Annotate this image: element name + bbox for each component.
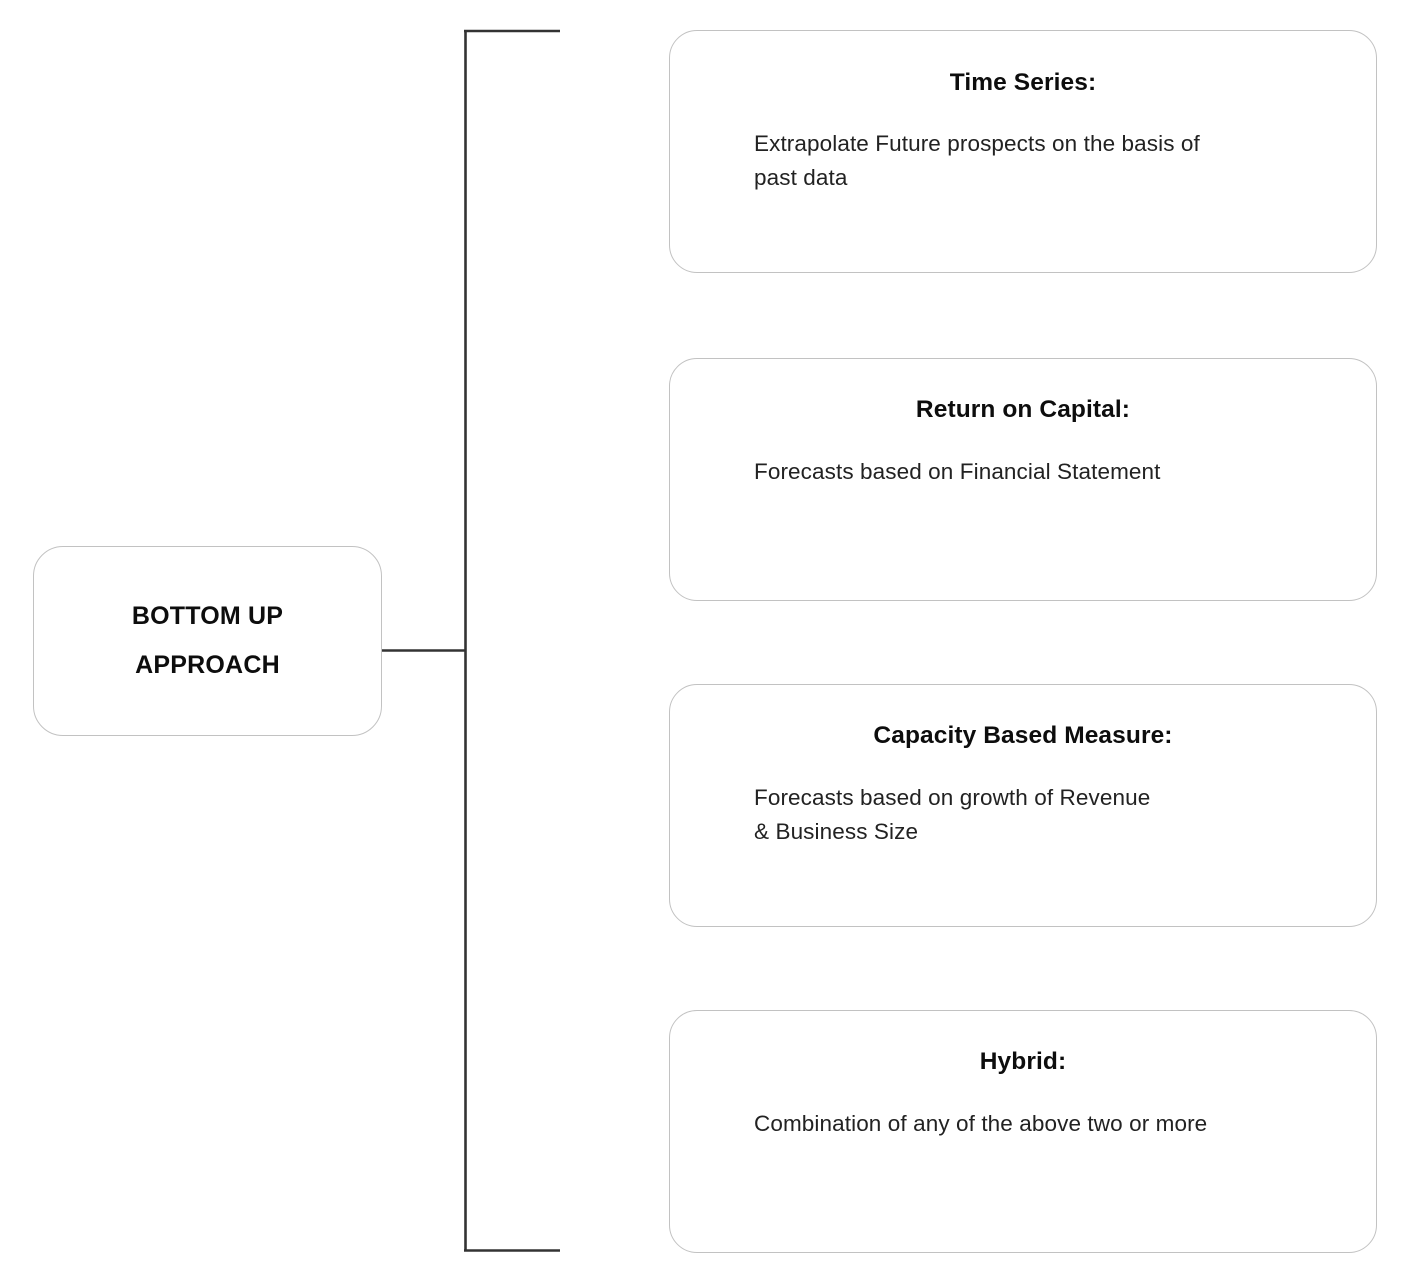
branch-card-title: Hybrid: <box>979 1048 1067 1075</box>
branch-card-title: Return on Capital: <box>915 396 1131 423</box>
root-node-bottom-up-approach[interactable]: BOTTOM UP APPROACH <box>33 546 382 736</box>
branch-card-body: Extrapolate Future prospects on the basi… <box>754 131 1200 190</box>
branch-card-title: Capacity Based Measure: <box>873 722 1173 749</box>
branch-card-hybrid[interactable]: Hybrid: Combination of any of the above … <box>669 1010 1377 1253</box>
root-node-label: BOTTOM UP APPROACH <box>131 602 284 679</box>
branch-card-time-series[interactable]: Time Series: Extrapolate Future prospect… <box>669 30 1377 273</box>
branch-card-body: Forecasts based on Financial Statement <box>754 459 1161 484</box>
branch-card-title: Time Series: <box>949 69 1097 96</box>
branch-card-body: Combination of any of the above two or m… <box>754 1111 1208 1136</box>
branch-card-body: Forecasts based on growth of Revenue & B… <box>754 785 1151 844</box>
branch-card-return-on-capital[interactable]: Return on Capital: Forecasts based on Fi… <box>669 358 1377 601</box>
branch-card-capacity-based-measure[interactable]: Capacity Based Measure: Forecasts based … <box>669 684 1377 927</box>
